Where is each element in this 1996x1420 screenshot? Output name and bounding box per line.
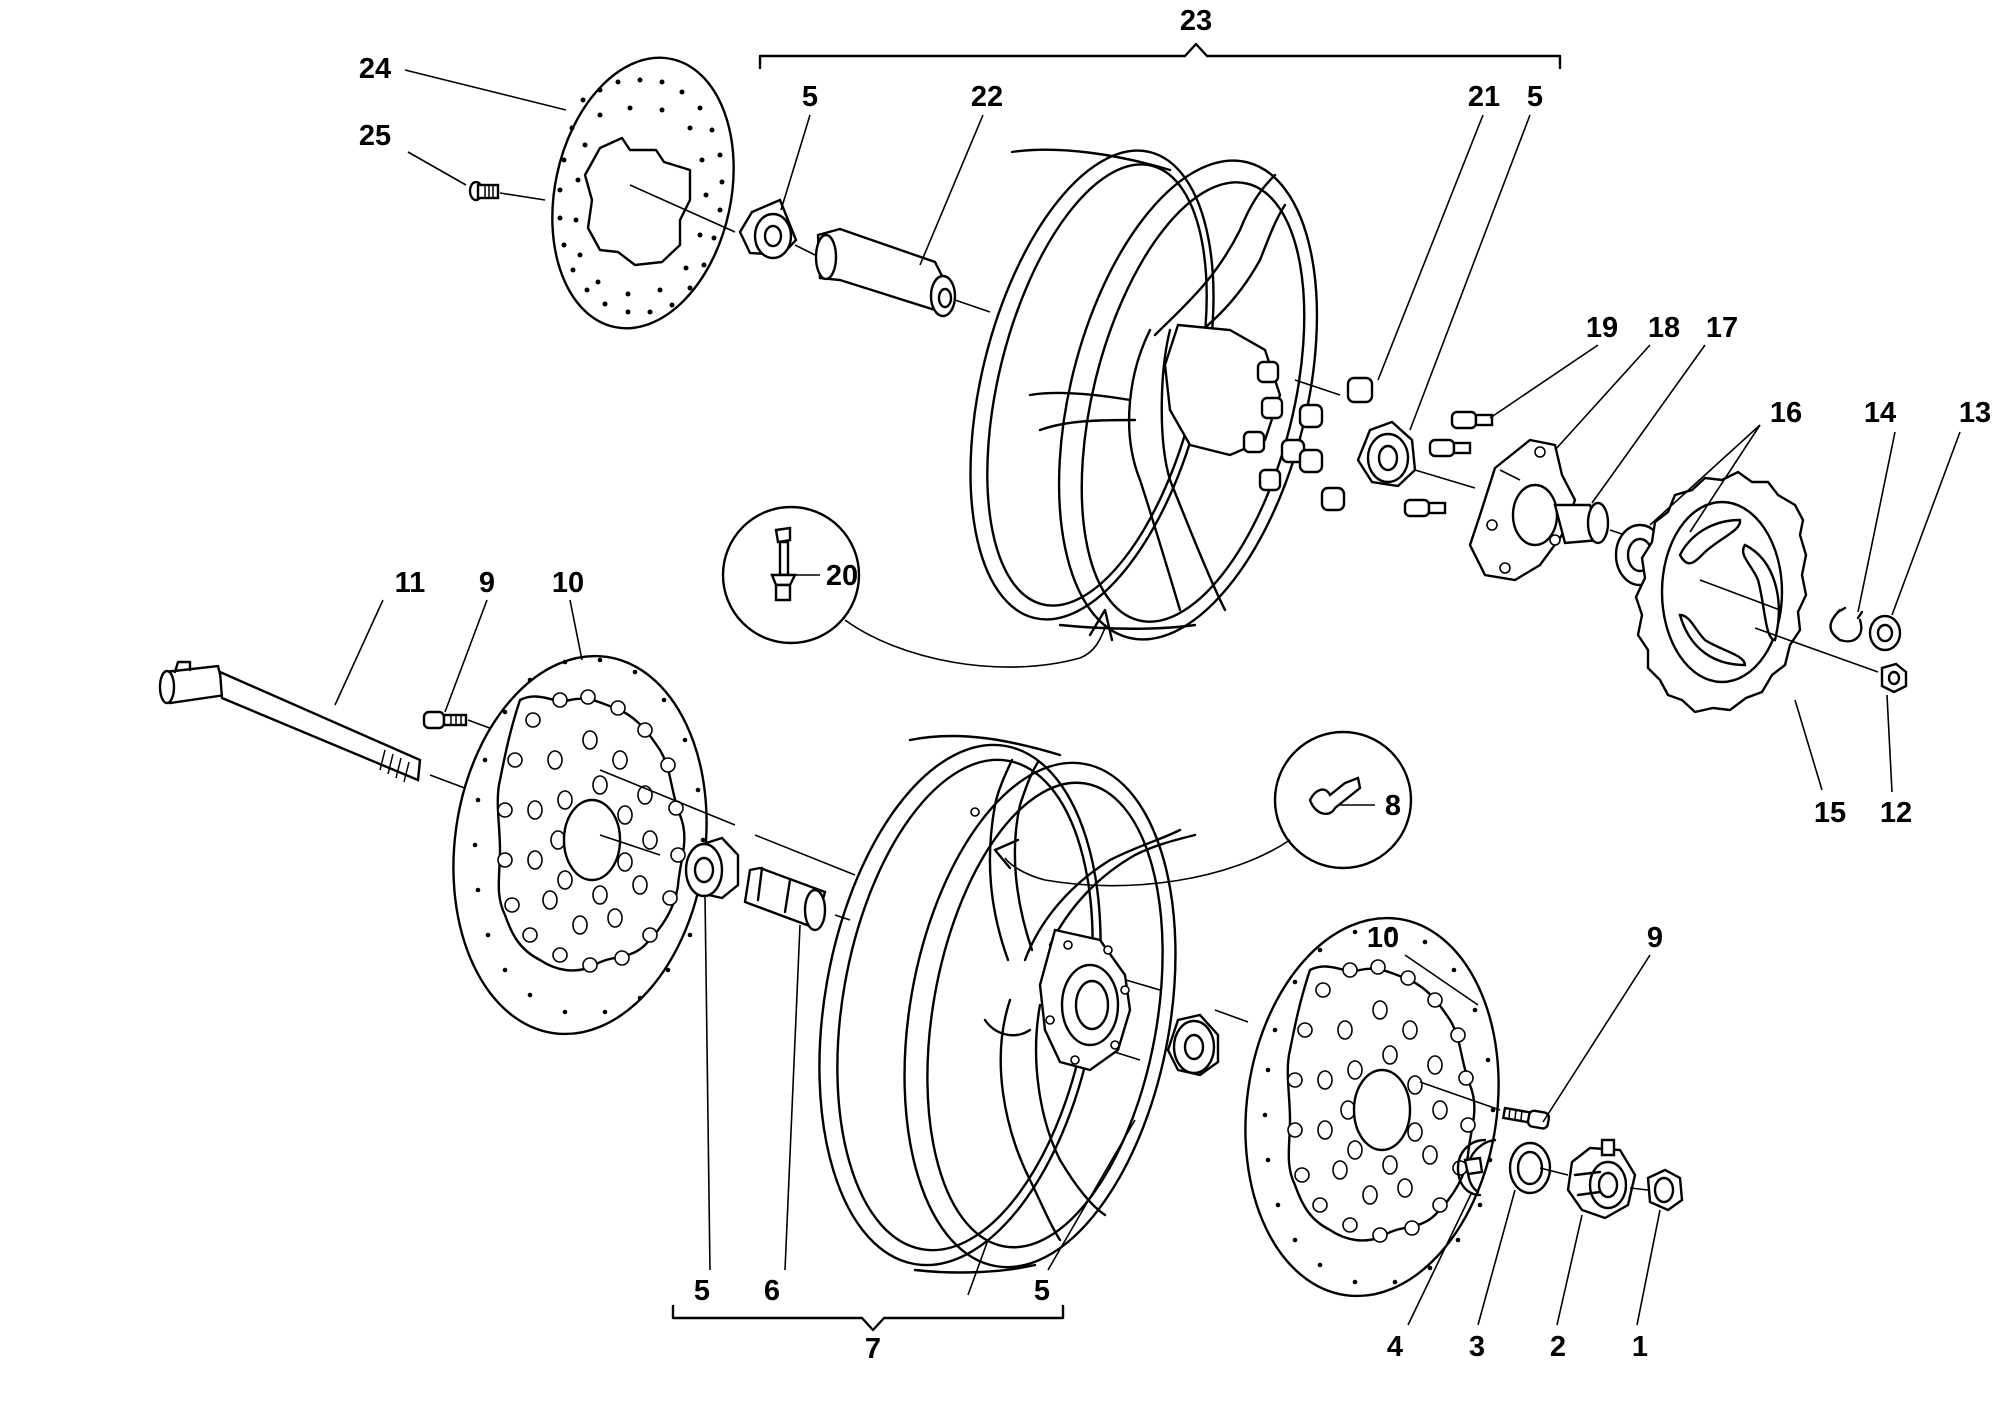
callout-15: 15	[1814, 797, 1846, 829]
sprocket-carrier-shaft	[1553, 501, 1610, 545]
rear-wheel	[969, 148, 1374, 641]
callout-20: 20	[826, 560, 858, 592]
front-left-disc-edge-dots	[472, 657, 706, 1015]
callout-7: 7	[865, 1333, 881, 1365]
front-right-disc-holes	[1317, 1000, 1448, 1205]
front-right-disc-rivets	[1287, 959, 1476, 1243]
front-circlip	[1456, 1138, 1497, 1197]
front-axle	[158, 660, 422, 783]
callout-18: 18	[1648, 312, 1680, 344]
sprocket-carrier	[1468, 438, 1577, 582]
callout-3: 3	[1469, 1331, 1485, 1363]
sprocket-nut	[1880, 662, 1908, 694]
callout-21: 21	[1468, 81, 1500, 113]
front-brake-disc-right	[1244, 916, 1500, 1298]
callout-19: 19	[1586, 312, 1618, 344]
callout-16: 16	[1770, 397, 1802, 429]
callout-22: 22	[971, 81, 1003, 113]
callout-13: 13	[1959, 397, 1991, 429]
callout-5-rear-right: 5	[1527, 81, 1543, 113]
rear-wheel-spacer	[814, 227, 957, 318]
rear-wheel-bearing-right	[1356, 420, 1417, 488]
front-wheel-bearing-right	[1166, 1013, 1220, 1077]
callout-8: 8	[1385, 790, 1401, 822]
callout-23: 23	[1180, 5, 1212, 37]
rear-disc-holes	[557, 77, 725, 315]
callout-5-rear-left: 5	[802, 81, 818, 113]
front-left-disc-holes	[527, 730, 658, 935]
leader-lines	[334, 69, 1961, 1326]
callout-5-front-right: 5	[1034, 1275, 1050, 1307]
front-valve-inset	[993, 730, 1413, 887]
front-brake-disc-left	[452, 654, 708, 1036]
front-wheel-bearing-left	[684, 836, 740, 900]
rear-brake-disc	[551, 56, 735, 330]
callout-2: 2	[1550, 1331, 1566, 1363]
front-axle-nut	[1646, 1168, 1684, 1212]
callout-labels: 23 24 25 5 22 21 5 19 18 17 16 14 13 15 …	[359, 5, 1991, 1365]
rear-disc-bolt	[468, 180, 546, 202]
callout-14: 14	[1864, 397, 1896, 429]
callout-10-left: 10	[552, 567, 584, 599]
callout-4: 4	[1387, 1331, 1403, 1363]
callout-9-left: 9	[479, 567, 495, 599]
callout-6: 6	[764, 1275, 780, 1307]
speedometer-drive	[1566, 1138, 1637, 1220]
front-bushing	[1508, 1141, 1552, 1195]
callout-1: 1	[1632, 1331, 1648, 1363]
callout-17: 17	[1706, 312, 1738, 344]
rear-valve-inset	[721, 505, 1114, 668]
front-wheel-spacer	[743, 866, 827, 932]
front-disc-bolt-left	[422, 710, 496, 731]
sprocket-washer	[1868, 614, 1902, 652]
front-wheel	[818, 734, 1197, 1274]
rear-hub-dampers	[1242, 360, 1374, 512]
callout-10-right: 10	[1367, 922, 1399, 954]
front-disc-bolt-right	[1419, 1081, 1551, 1130]
rear-wheel-bearing-left	[738, 198, 798, 260]
callout-24: 24	[359, 53, 391, 85]
rear-sprocket	[1634, 470, 1808, 714]
bracket-7	[671, 1304, 1065, 1332]
callout-9-right: 9	[1647, 922, 1663, 954]
callout-5-front-left: 5	[694, 1275, 710, 1307]
callout-12: 12	[1880, 797, 1912, 829]
callout-25: 25	[359, 120, 391, 152]
sprocket-carrier-bolts	[1403, 410, 1494, 518]
front-right-disc-edge-dots	[1262, 927, 1496, 1285]
bracket-23	[758, 42, 1562, 70]
callout-11: 11	[395, 567, 426, 599]
sprocket-circlip	[1829, 606, 1864, 643]
